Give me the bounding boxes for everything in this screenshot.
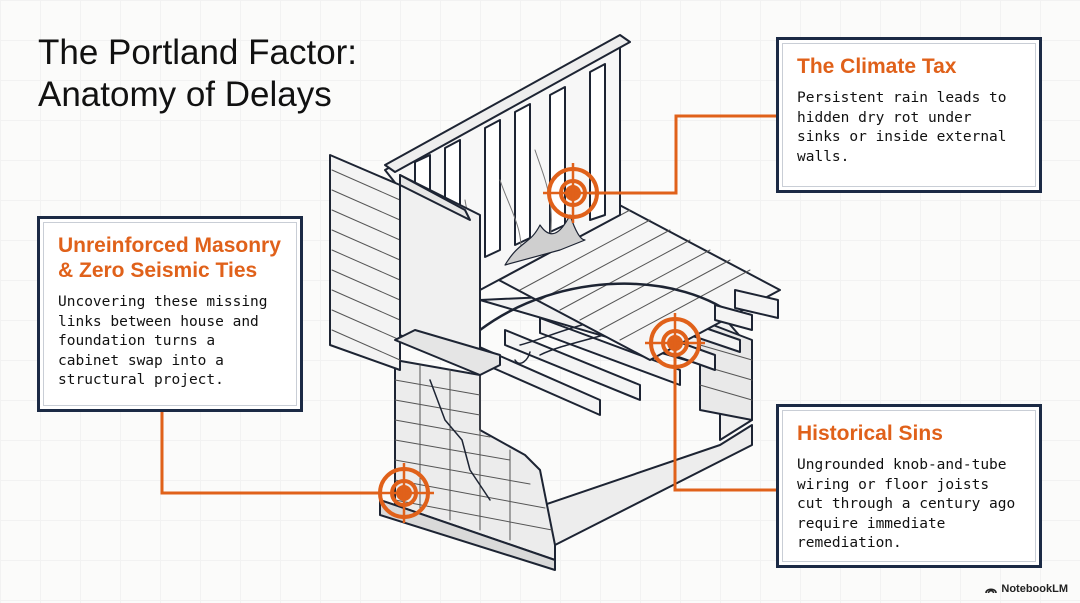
callout-historical-sins-body: Ungrounded knob-and-tube wiring or floor… — [797, 457, 1016, 551]
callout-historical-sins-heading: Historical Sins — [797, 422, 943, 445]
page-title: The Portland Factor: Anatomy of Delays — [38, 32, 357, 116]
title-line-2: Anatomy of Delays — [38, 75, 332, 114]
brand-label: NotebookLM — [1001, 583, 1068, 595]
callout-climate-tax-body: Persistent rain leads to hidden dry rot … — [797, 90, 1007, 165]
callout-masonry-heading: Unreinforced Masonry & Zero Seismic Ties — [58, 234, 281, 282]
target-climate-icon — [543, 163, 603, 223]
target-markers — [374, 163, 705, 523]
callout-climate-tax-heading: The Climate Tax — [797, 55, 957, 78]
target-masonry-icon — [374, 463, 434, 523]
brand-watermark: NotebookLM — [985, 583, 1068, 595]
title-line-1: The Portland Factor: — [38, 33, 358, 72]
callout-historical-sins: Historical Sins Ungrounded knob-and-tube… — [776, 404, 1042, 568]
target-historical-icon — [645, 313, 705, 373]
callout-climate-tax: The Climate Tax Persistent rain leads to… — [776, 37, 1042, 193]
callout-masonry-body: Uncovering these missing links between h… — [58, 294, 268, 388]
callout-masonry: Unreinforced Masonry & Zero Seismic Ties… — [37, 216, 303, 412]
notebooklm-logo-icon — [985, 587, 998, 593]
